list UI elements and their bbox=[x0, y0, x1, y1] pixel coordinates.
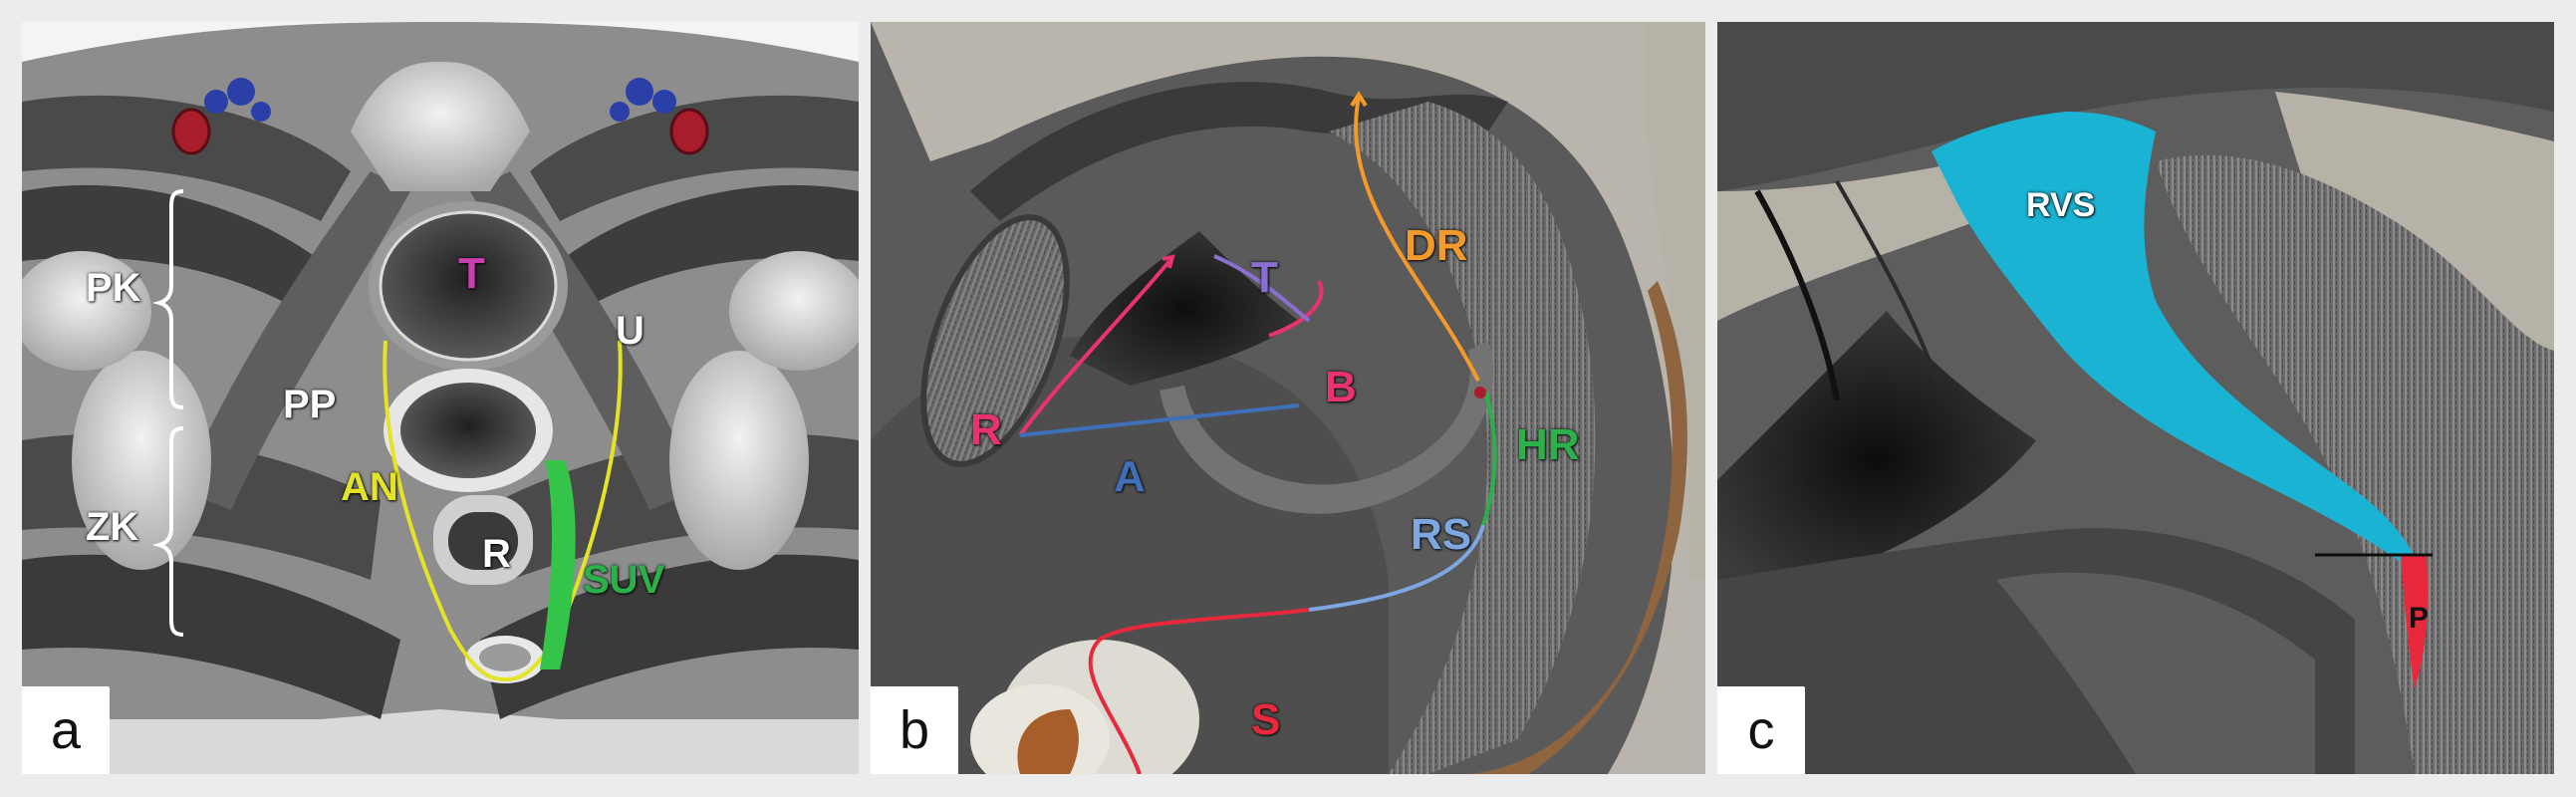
label-b: B bbox=[1325, 363, 1357, 411]
label-rs: RS bbox=[1411, 510, 1472, 559]
panel-b: R A T B DR HR RS S b bbox=[871, 22, 1705, 774]
label-t: T bbox=[458, 249, 485, 298]
label-r: R bbox=[970, 405, 1002, 454]
label-u: U bbox=[616, 309, 644, 353]
label-t: T bbox=[1251, 253, 1278, 302]
label-p: P bbox=[2409, 602, 2430, 635]
label-dr: DR bbox=[1405, 221, 1468, 270]
label-an: AN bbox=[341, 465, 398, 509]
label-suv: SUV bbox=[583, 558, 665, 602]
panel-letter-c: c bbox=[1717, 686, 1805, 774]
panel-letter-a: a bbox=[22, 686, 110, 774]
label-pp: PP bbox=[283, 383, 337, 426]
label-s: S bbox=[1251, 695, 1281, 744]
label-rvs: RVS bbox=[2026, 186, 2096, 224]
panel-a-illustration bbox=[22, 22, 859, 774]
panel-letter-b: b bbox=[871, 686, 958, 774]
label-r: R bbox=[482, 532, 511, 576]
panel-a: PK ZK PP AN T U R SUV a bbox=[22, 22, 859, 774]
label-a: A bbox=[1114, 452, 1146, 501]
panel-c: RVS P c bbox=[1717, 22, 2554, 774]
label-pk: PK bbox=[86, 266, 141, 310]
label-zk: ZK bbox=[86, 505, 139, 549]
label-hr: HR bbox=[1516, 420, 1580, 469]
panel-c-illustration bbox=[1717, 22, 2554, 774]
panel-b-illustration bbox=[871, 22, 1705, 774]
